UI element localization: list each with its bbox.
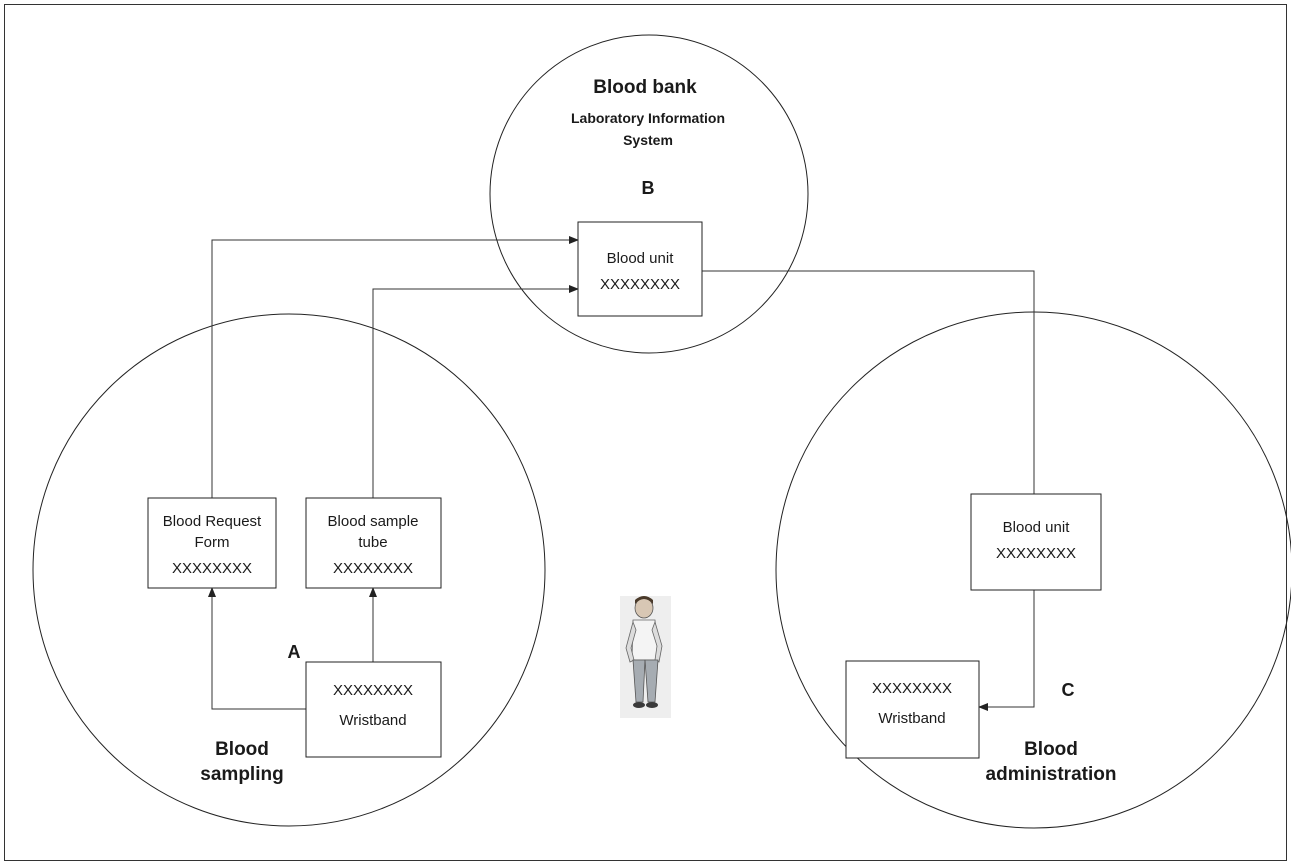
lis-subtitle-line2: System	[623, 132, 673, 148]
blood-sampling-title-line1: Blood	[215, 739, 269, 760]
bank-blood-unit-code: XXXXXXXX	[600, 276, 680, 293]
blood-administration-title-line1: Blood	[1024, 739, 1078, 760]
admin-unit-to-wristband-arrow	[978, 590, 1035, 711]
blood-sampling-title-line2: sampling	[200, 764, 283, 785]
request-form-label-line1: Blood Request	[163, 513, 262, 530]
blood-administration-title-line2: administration	[986, 764, 1117, 785]
wristband-to-request-form-arrow	[208, 587, 306, 710]
zone-letter-c: C	[1062, 680, 1075, 700]
blood-sampling-circle	[32, 313, 546, 827]
bank-blood-unit-box	[577, 221, 703, 317]
admin-blood-unit-code: XXXXXXXX	[996, 545, 1076, 562]
zone-letter-b: B	[642, 178, 655, 198]
lis-subtitle-line1: Laboratory Information	[571, 110, 725, 126]
outer-frame	[4, 4, 1287, 861]
admin-wristband-box	[845, 660, 980, 759]
sample-tube-label-line1: Blood sample	[328, 513, 419, 530]
blood-bank-circle	[489, 34, 809, 354]
blood-bank-title: Blood bank	[593, 77, 697, 98]
request-form-code: XXXXXXXX	[172, 560, 252, 577]
standing-man-icon	[620, 596, 671, 718]
sampling-wristband-code: XXXXXXXX	[333, 682, 413, 699]
admin-wristband-label: Wristband	[878, 710, 945, 727]
sampling-wristband-box	[305, 661, 442, 758]
admin-blood-unit-label: Blood unit	[1003, 519, 1071, 536]
sample-tube-to-bank-arrow	[372, 285, 579, 498]
bank-to-admin-unit-line	[702, 270, 1035, 494]
sampling-wristband-label: Wristband	[339, 712, 406, 729]
admin-blood-unit-box	[970, 493, 1102, 591]
sample-tube-label-line2: tube	[358, 534, 387, 551]
request-form-to-bank-arrow	[211, 236, 579, 498]
sample-tube-code: XXXXXXXX	[333, 560, 413, 577]
bank-blood-unit-label: Blood unit	[607, 250, 675, 267]
blood-sample-tube-box	[305, 497, 442, 589]
zone-letter-a: A	[288, 642, 301, 662]
admin-wristband-code: XXXXXXXX	[872, 680, 952, 697]
blood-request-form-box	[147, 497, 277, 589]
request-form-label-line2: Form	[195, 534, 230, 551]
